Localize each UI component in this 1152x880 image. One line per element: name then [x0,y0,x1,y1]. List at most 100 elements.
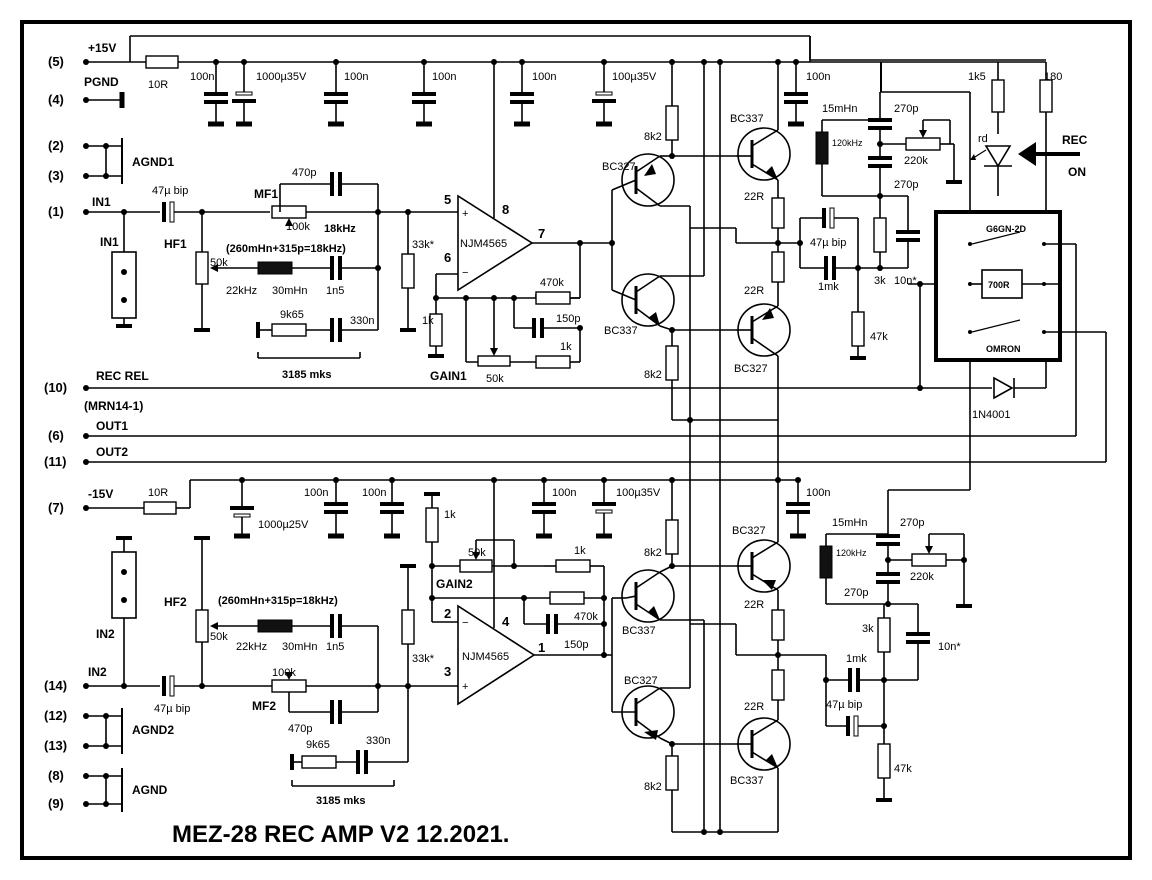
svg-text:5: 5 [444,192,451,207]
svg-text:270p: 270p [894,179,918,191]
svg-text:OMRON: OMRON [986,344,1021,354]
svg-text:1k: 1k [422,315,434,327]
svg-text:G6GN-2D: G6GN-2D [986,224,1027,234]
svg-text:470k: 470k [574,611,598,623]
opamp-2: −+ NJM4565 2 3 4 1 1k 50k GAIN2 1k 470k [424,480,612,706]
svg-text:47µ bip: 47µ bip [826,699,862,711]
in2-connector-box [111,551,137,619]
mf2-potentiometer [271,679,307,693]
gain2-potentiometer [459,559,493,573]
opamp-1: +− NJM4565 5 6 8 7 1k 470k 150p 1k 50k [422,62,612,385]
output-stage-ch2: BC337 8k2 BC327 8k2 BC327 22R [611,420,826,835]
svg-text:1mk: 1mk [818,281,839,293]
svg-text:100k: 100k [286,221,310,233]
svg-text:150p: 150p [564,639,588,651]
pin-12: (12) [44,708,67,723]
svg-text:18kHz: 18kHz [324,223,356,235]
label-in2: IN2 [88,665,107,679]
pin-3: (3) [48,168,64,183]
svg-text:22R: 22R [744,599,764,611]
supply-rail-top: 10R [86,35,1046,91]
svg-text:(260mHn+315p=18kHz): (260mHn+315p=18kHz) [218,595,338,607]
svg-text:15mHn: 15mHn [832,517,867,529]
svg-text:(260mHn+315p=18kHz): (260mHn+315p=18kHz) [226,243,346,255]
pin-14: (14) [44,678,67,693]
svg-text:150p: 150p [556,313,580,325]
in1-connector-box [111,251,137,319]
pin-8: (8) [48,768,64,783]
svg-text:10n*: 10n* [894,275,917,287]
svg-text:8k2: 8k2 [644,369,662,381]
arrow-icon [1018,142,1036,166]
output-coupling-ch2: 1mk 47µ bip 47k [823,653,912,802]
svg-text:15mHn: 15mHn [822,103,857,115]
svg-text:1n5: 1n5 [326,285,344,297]
inductor-15mhn-ch2 [819,545,833,579]
svg-text:rd: rd [978,133,988,145]
svg-text:IN2: IN2 [96,627,115,641]
decoupling-caps-top: 100n 1000µ35V 100n 100n 100n 100µ35V 100… [190,62,830,127]
hf2-potentiometer [195,609,209,643]
svg-text:+: + [462,681,468,693]
svg-text:100n: 100n [190,71,214,83]
svg-text:3k: 3k [874,275,886,287]
svg-text:330n: 330n [366,735,390,747]
svg-text:3: 3 [444,664,451,679]
svg-text:HF2: HF2 [164,595,187,609]
pin-5: (5) [48,54,64,69]
pin-13: (13) [44,738,67,753]
svg-text:6: 6 [444,250,451,265]
svg-text:47µ bip: 47µ bip [810,237,846,249]
relay-omron-box [934,210,1062,362]
svg-text:10n*: 10n* [938,641,961,653]
svg-text:MF1: MF1 [254,187,278,201]
relay-section: 1k5 180 rd REC ON G6GN-2D 700R OMRON [86,62,1107,512]
svg-text:9k65: 9k65 [306,739,330,751]
svg-text:BC327: BC327 [732,525,766,537]
svg-text:22R: 22R [744,285,764,297]
svg-text:9k65: 9k65 [280,309,304,321]
svg-text:1N4001: 1N4001 [972,409,1011,421]
pin-9: (9) [48,796,64,811]
svg-text:BC337: BC337 [622,625,656,637]
svg-text:470k: 470k [540,277,564,289]
svg-text:220k: 220k [904,155,928,167]
svg-text:1k5: 1k5 [968,71,986,83]
svg-text:IN1: IN1 [100,235,119,249]
pin-6: (6) [48,428,64,443]
gain1-potentiometer [477,355,511,367]
inductor-30mhn-ch2 [257,619,293,633]
resistor-10r-top [145,55,179,69]
svg-text:BC327: BC327 [602,161,636,173]
svg-text:22R: 22R [744,701,764,713]
svg-text:−: − [462,617,468,629]
transistor-bc337-q5 [621,569,675,623]
svg-text:100n: 100n [344,71,368,83]
label-agnd2: AGND2 [132,723,174,737]
svg-text:BC337: BC337 [730,775,764,787]
svg-text:1k: 1k [444,509,456,521]
inductor-30mhn-ch1 [257,261,293,275]
svg-text:30mHn: 30mHn [282,641,317,653]
label-in1: IN1 [92,195,111,209]
svg-text:47k: 47k [894,763,912,775]
svg-text:NJM4565: NJM4565 [460,238,507,250]
led-indicator [984,145,1012,168]
svg-text:−: − [462,267,468,279]
svg-text:22R: 22R [744,191,764,203]
svg-text:7: 7 [538,226,545,241]
page-title: MEZ-28 REC AMP V2 12.2021. [172,821,509,848]
svg-text:100k: 100k [272,667,296,679]
pin-7: (7) [48,500,64,515]
svg-text:4: 4 [502,614,510,629]
svg-text:47k: 47k [870,331,888,343]
svg-text:2: 2 [444,606,451,621]
svg-text:100n: 100n [362,487,386,499]
svg-text:REC: REC [1062,133,1088,147]
svg-text:470p: 470p [288,723,312,735]
svg-text:1000µ35V: 1000µ35V [256,71,307,83]
label-mrn: (MRN14-1) [84,399,143,413]
svg-text:100n: 100n [432,71,456,83]
svg-text:30mHn: 30mHn [272,285,307,297]
